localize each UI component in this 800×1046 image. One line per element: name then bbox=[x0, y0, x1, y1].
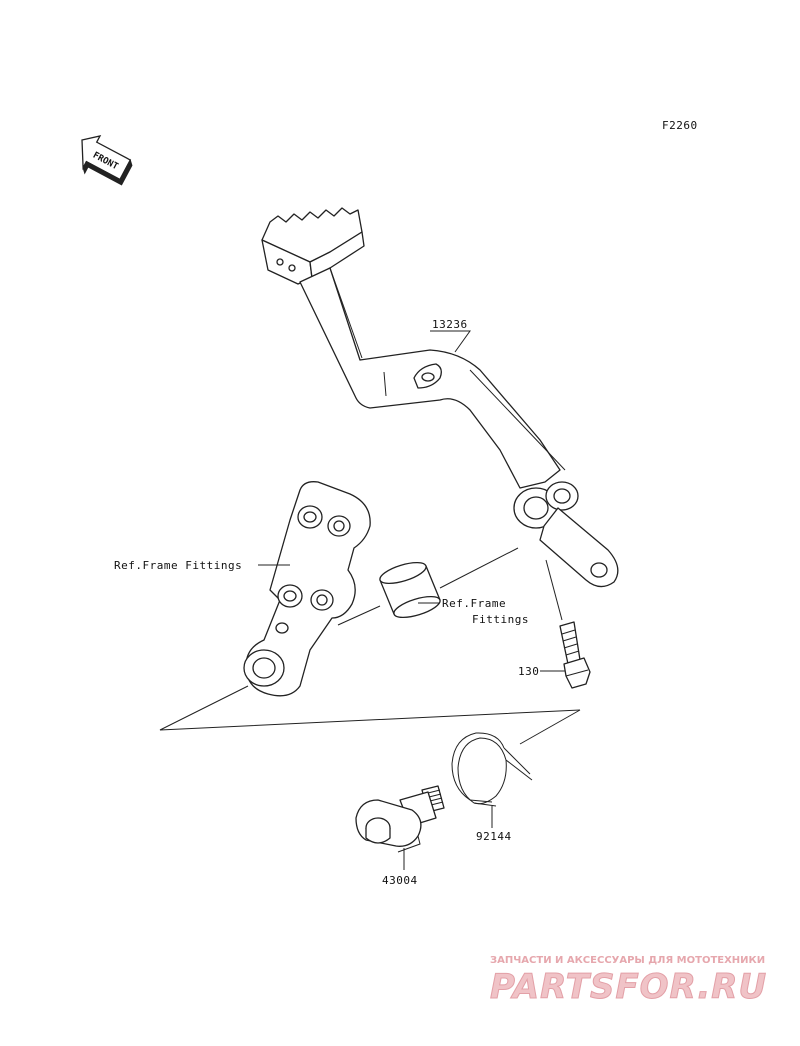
figure-code: F2260 bbox=[662, 119, 698, 132]
front-arrow-icon: FRONT bbox=[81, 135, 133, 186]
shaft-part bbox=[355, 785, 445, 853]
brake-pedal-part bbox=[261, 207, 619, 588]
pedal-part-number: 13236 bbox=[432, 318, 468, 331]
shaft-part-number: 43004 bbox=[382, 874, 418, 887]
spring-part bbox=[451, 732, 533, 807]
bolt-part bbox=[545, 559, 591, 689]
frame-fittings-left-label: Ref.Frame Fittings bbox=[114, 559, 242, 572]
watermark-tagline: ЗАПЧАСТИ И АКСЕССУАРЫ ДЛЯ МОТОТЕХНИКИ bbox=[490, 955, 765, 966]
frame-fittings-right-label-2: Fittings bbox=[472, 613, 529, 626]
bolt-part-number: 130 bbox=[518, 665, 539, 678]
frame-fittings-right-label-1: Ref.Frame bbox=[442, 597, 506, 610]
bushing-part bbox=[379, 561, 441, 619]
watermark-brand: PARTSFOR.RU bbox=[490, 967, 767, 1007]
spring-part-number: 92144 bbox=[476, 830, 512, 843]
frame-bracket-part bbox=[243, 481, 371, 697]
